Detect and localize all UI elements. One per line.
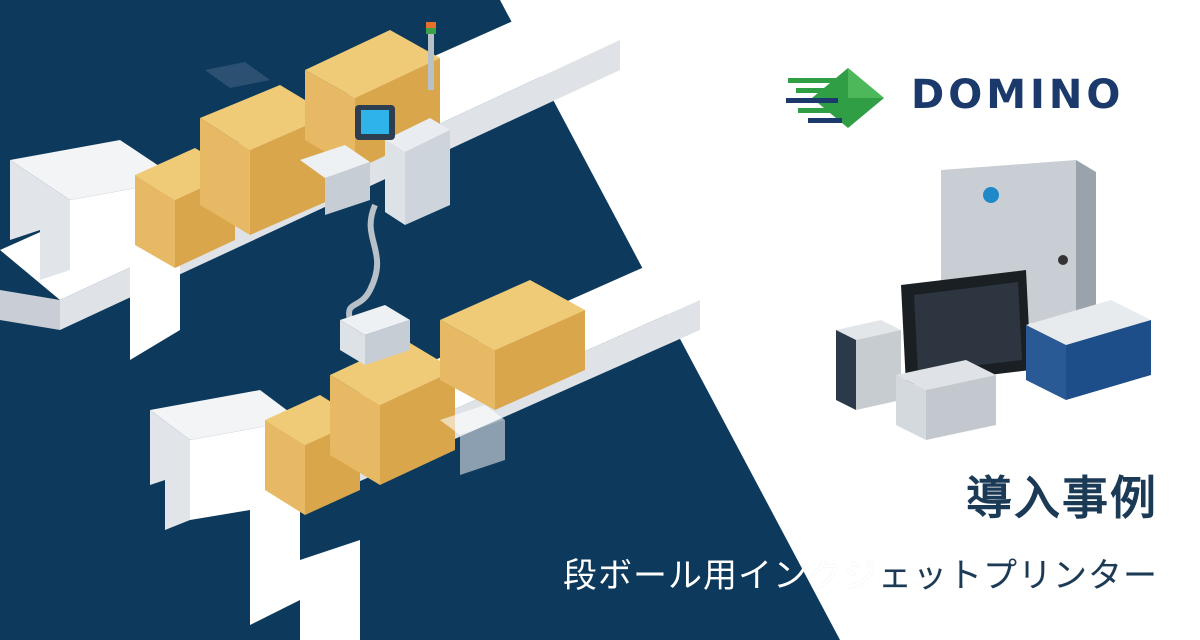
upper-printer-equipment <box>205 22 450 321</box>
printer-products-image <box>836 160 1151 440</box>
subtitle-part-dark: 段ボール用インクジ <box>563 556 878 596</box>
domino-logo-icon <box>786 68 884 128</box>
page-subtitle: 段ボール用インクジェットプリンター <box>563 548 1158 597</box>
brand-name: DOMINO <box>911 72 1125 118</box>
lower-printheads <box>340 305 505 475</box>
page-title: 導入事例 <box>966 471 1158 525</box>
upper-boxes <box>135 30 440 268</box>
lower-boxes <box>265 280 585 515</box>
domino-logo: DOMINO <box>786 60 1176 136</box>
subtitle-part-light: ェットプリンター <box>878 556 1158 596</box>
